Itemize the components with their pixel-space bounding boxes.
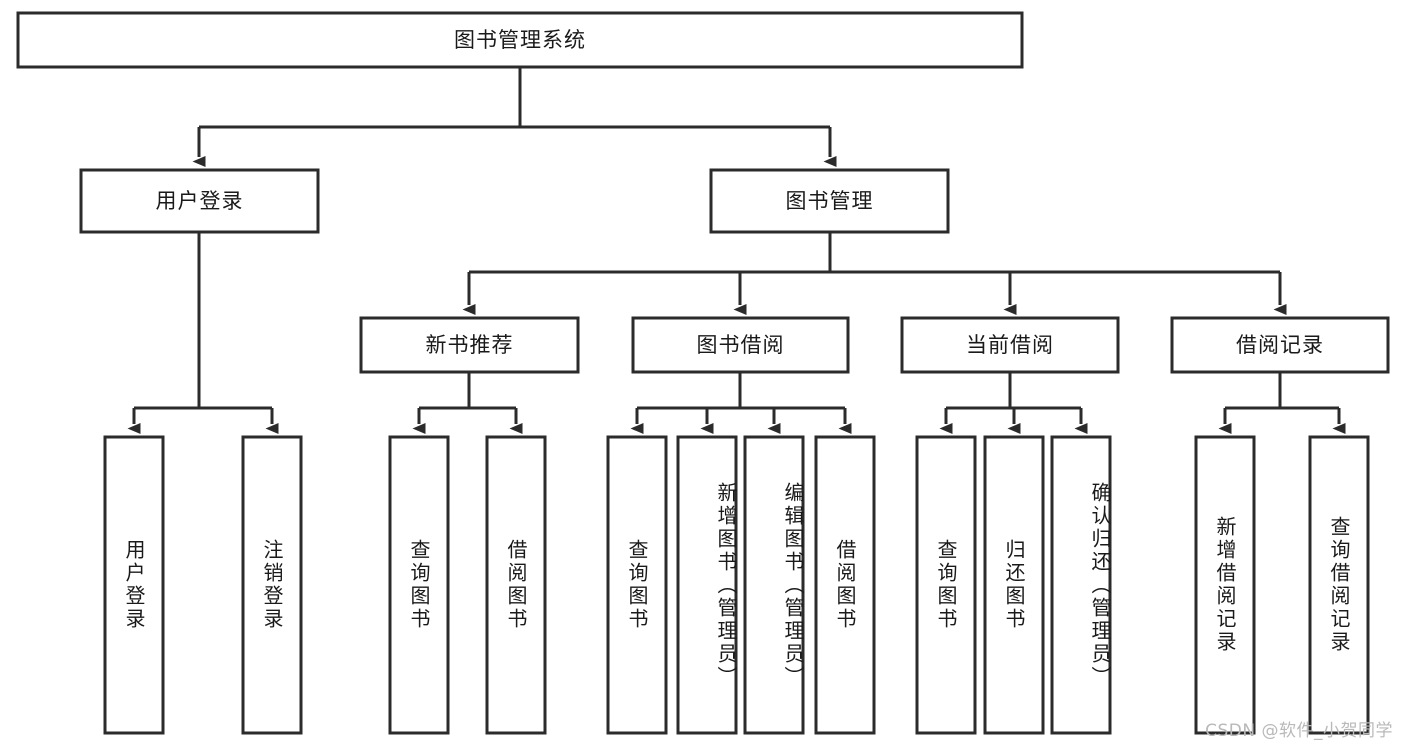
- edge-group-current-borrow: [939, 372, 1088, 434]
- node-box-leaf-query-book-1: [388, 435, 450, 735]
- edge-group-book-borrow: [630, 372, 852, 434]
- node-box-borrow-record: [1170, 316, 1390, 374]
- node-box-leaf-add-record: [1194, 435, 1256, 735]
- node-box-book-mgmt: [709, 168, 950, 234]
- node-box-book-borrow: [631, 316, 850, 374]
- node-box-current-borrow: [900, 316, 1120, 374]
- edge-group-new-book-rec: [412, 372, 523, 434]
- node-box-leaf-edit-book: [743, 435, 805, 735]
- node-box-leaf-borrow-book-1: [485, 435, 547, 735]
- edge-group-user-login: [127, 232, 279, 434]
- edge-group-book-mgmt: [462, 232, 1287, 315]
- node-box-leaf-add-book: [676, 435, 738, 735]
- node-box-leaf-user-login: [103, 435, 165, 735]
- edge-group-root: [192, 67, 837, 167]
- node-box-leaf-user-logout: [241, 435, 303, 735]
- node-box-leaf-return-book: [983, 435, 1045, 735]
- node-box-root: [16, 11, 1024, 69]
- node-box-new-book-rec: [359, 316, 580, 374]
- watermark: CSDN @软件_小贺同学: [1205, 721, 1393, 741]
- node-box-leaf-query-book-3: [915, 435, 977, 735]
- node-box-leaf-confirm-return: [1050, 435, 1112, 735]
- node-box-user-login: [79, 168, 320, 234]
- node-box-leaf-query-book-2: [606, 435, 668, 735]
- edge-group-borrow-record: [1218, 372, 1346, 434]
- node-box-leaf-borrow-book-2: [814, 435, 876, 735]
- node-box-leaf-query-record: [1308, 435, 1370, 735]
